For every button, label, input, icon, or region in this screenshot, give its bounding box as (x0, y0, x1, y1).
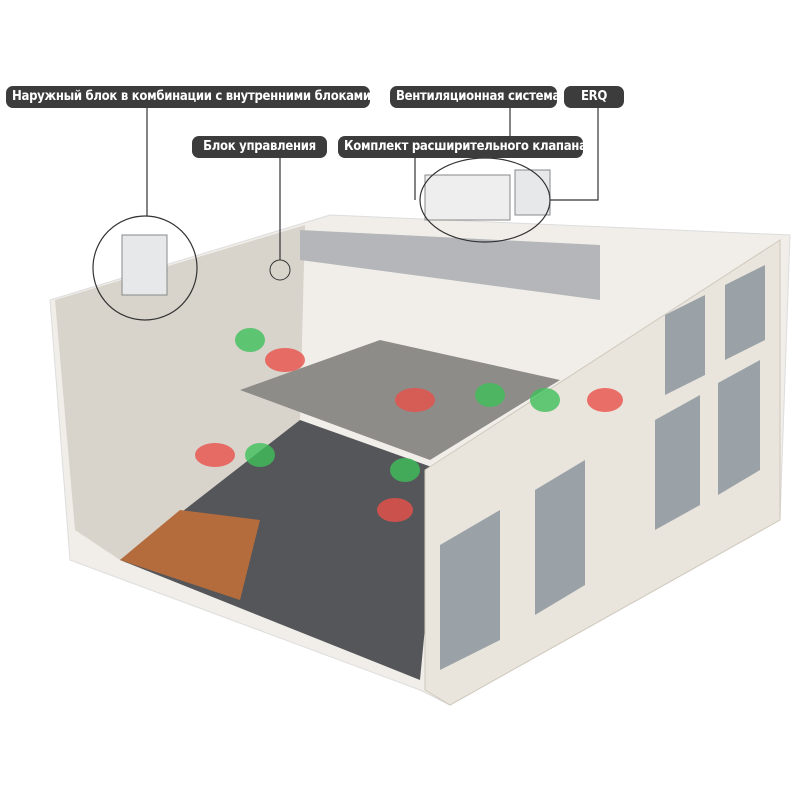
label-erq: ERQ (564, 86, 624, 108)
office-floor (120, 510, 260, 600)
ventilation-unit (424, 174, 511, 221)
ground-floor (120, 420, 440, 680)
outdoor-unit-callout-circle (92, 215, 198, 321)
label-control-unit: Блок управления (192, 136, 327, 158)
left-wall (55, 225, 305, 560)
indoor-unit-airflow (195, 328, 623, 522)
windows (440, 265, 765, 670)
outdoor-unit (121, 234, 168, 296)
label-ventilation-system: Вентиляционная система (390, 86, 560, 108)
erq-unit (514, 169, 551, 216)
label-expansion-valve-kit: Комплект расширительного клапана (338, 136, 587, 158)
label-outdoor-unit: Наружный блок в комбинации с внутренними… (6, 86, 371, 108)
roof-duct (300, 230, 600, 300)
